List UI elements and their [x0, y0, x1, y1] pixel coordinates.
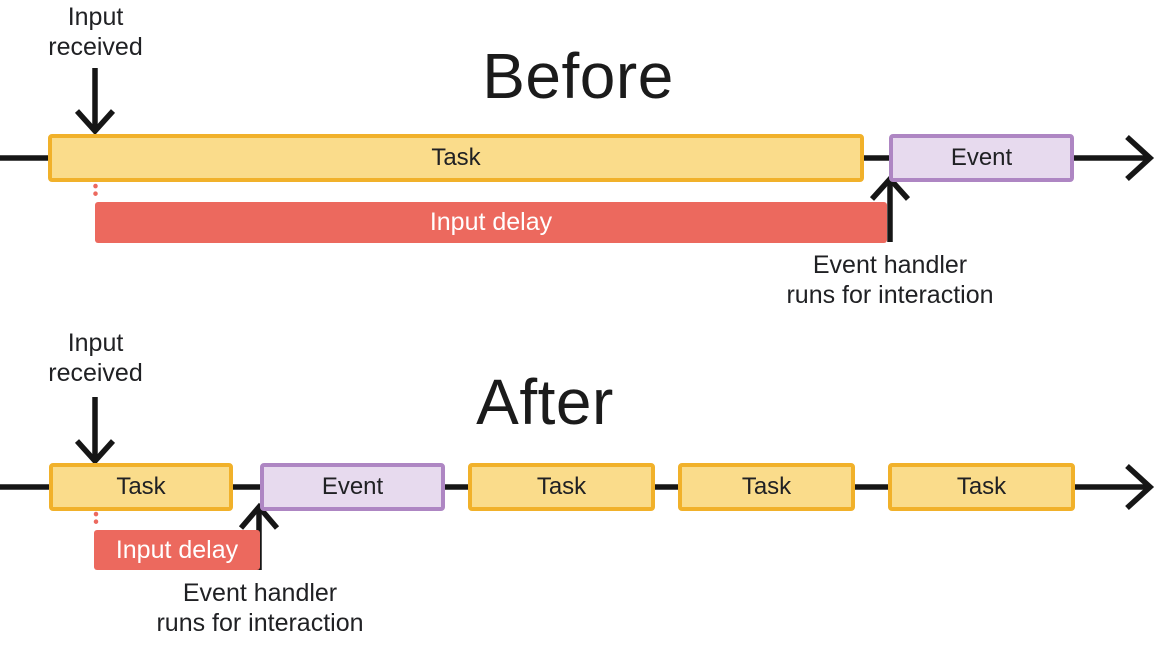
before-event-handler-line1: Event handler	[812, 251, 968, 279]
after-input-received-line2: received	[48, 359, 143, 387]
after-task-bar-2-label: Task	[536, 473, 587, 500]
before-input-delay-bar: Input delay	[95, 202, 887, 243]
before-event-bar-label: Event	[950, 144, 1013, 171]
after-task-bar-1: Task	[49, 463, 233, 511]
before-event-bar: Event	[889, 134, 1074, 182]
after-input-delay-label: Input delay	[115, 535, 239, 564]
after-event-bar: Event	[260, 463, 445, 511]
after-task-bar-4: Task	[888, 463, 1075, 511]
before-input-received-line2: received	[48, 33, 143, 61]
after-event-handler-line2: runs for interaction	[156, 609, 364, 637]
before-event-handler-line2: runs for interaction	[786, 281, 994, 309]
after-input-received-down-arrow-icon	[74, 397, 116, 466]
after-task-bar-4-label: Task	[956, 473, 1007, 500]
before-task-bar-label: Task	[431, 144, 481, 171]
after-input-delay-bar: Input delay	[94, 530, 260, 570]
after-event-handler-label: Event handler runs for interaction	[124, 578, 396, 638]
after-task-bar-3-label: Task	[741, 473, 792, 500]
after-input-received-line1: Input	[67, 329, 124, 357]
after-task-bar-2: Task	[468, 463, 655, 511]
before-event-handler-label: Event handler runs for interaction	[755, 250, 1025, 310]
after-section-title: After	[476, 366, 614, 438]
after-input-received-label: Input received	[18, 328, 173, 388]
before-input-delay-label: Input delay	[429, 208, 553, 236]
before-task-bar: Task	[48, 134, 864, 182]
after-task-bar-3: Task	[678, 463, 855, 511]
before-section-title: Before	[482, 40, 674, 112]
before-input-received-label: Input received	[18, 2, 173, 62]
before-input-received-line1: Input	[67, 3, 124, 31]
after-event-handler-line1: Event handler	[182, 579, 338, 607]
before-input-received-down-arrow-icon	[74, 68, 116, 136]
after-task-bar-1-label: Task	[116, 473, 166, 500]
after-event-bar-label: Event	[321, 473, 384, 500]
